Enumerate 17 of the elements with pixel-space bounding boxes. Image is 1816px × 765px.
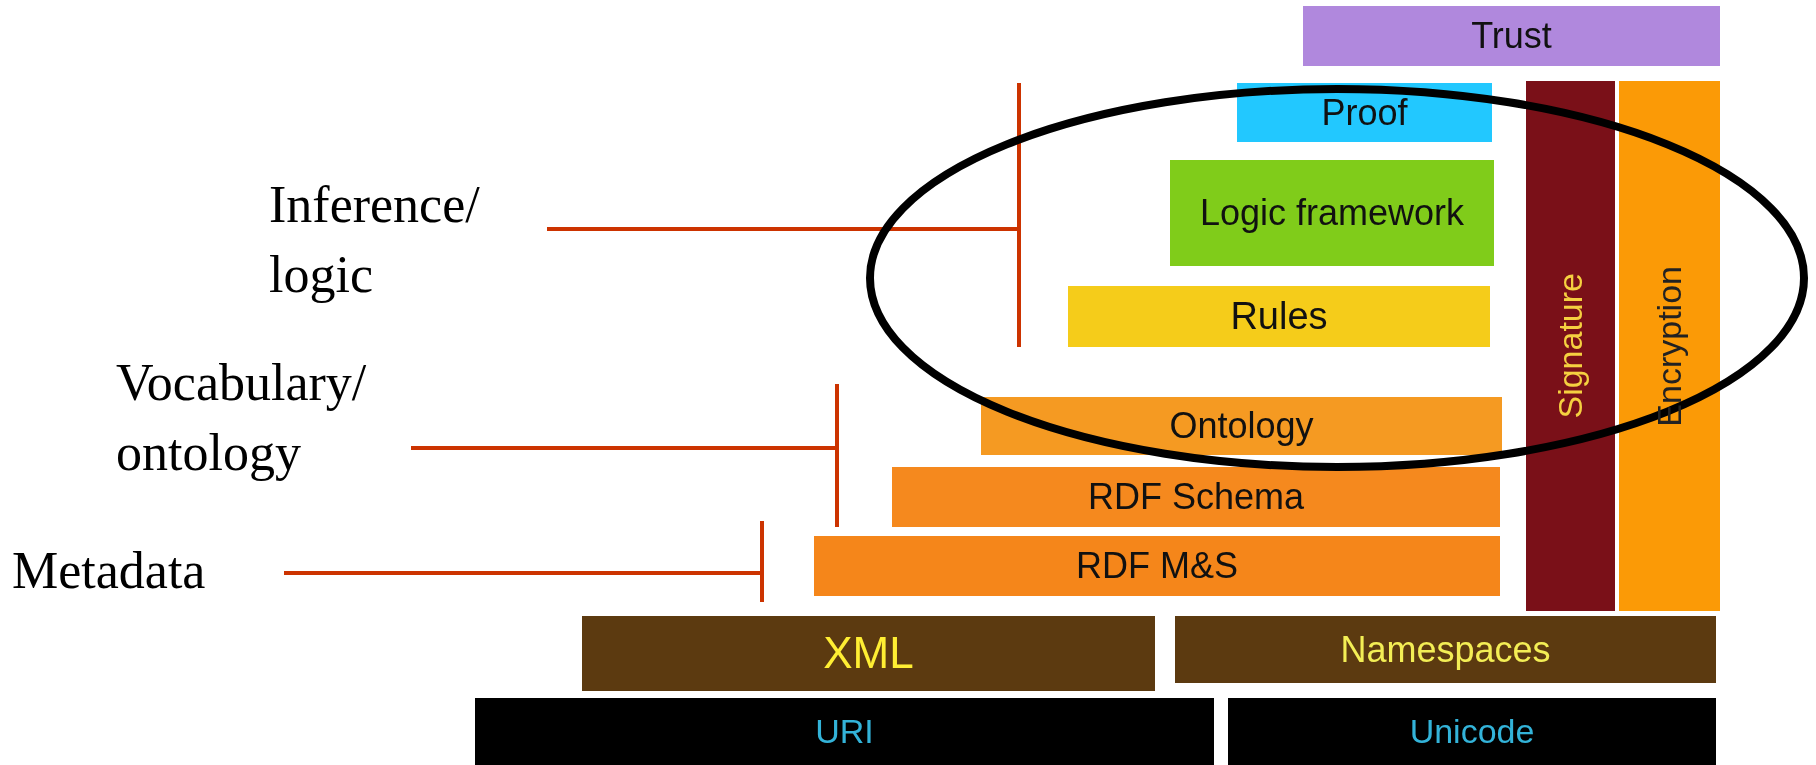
leader-line: [411, 446, 837, 450]
leader-line: [284, 571, 762, 575]
layer-box: RDF Schema: [892, 467, 1500, 527]
side-label: Metadata: [12, 536, 284, 607]
layer-box: Namespaces: [1175, 616, 1716, 683]
layer-box: XML: [582, 616, 1155, 691]
leader-line: [547, 227, 1019, 231]
layer-box: Rules: [1068, 286, 1490, 347]
layer-box: RDF M&S: [814, 536, 1500, 596]
layer-box: Trust: [1303, 6, 1720, 66]
layer-box: Ontology: [981, 397, 1502, 455]
vertical-layer-bar: Signature: [1526, 81, 1615, 611]
layer-box: Unicode: [1228, 698, 1716, 765]
side-label: Inference/ logic: [269, 170, 547, 311]
layer-box: Logic framework: [1170, 160, 1494, 266]
layer-box: URI: [475, 698, 1214, 765]
side-label: Vocabulary/ ontology: [116, 348, 411, 489]
